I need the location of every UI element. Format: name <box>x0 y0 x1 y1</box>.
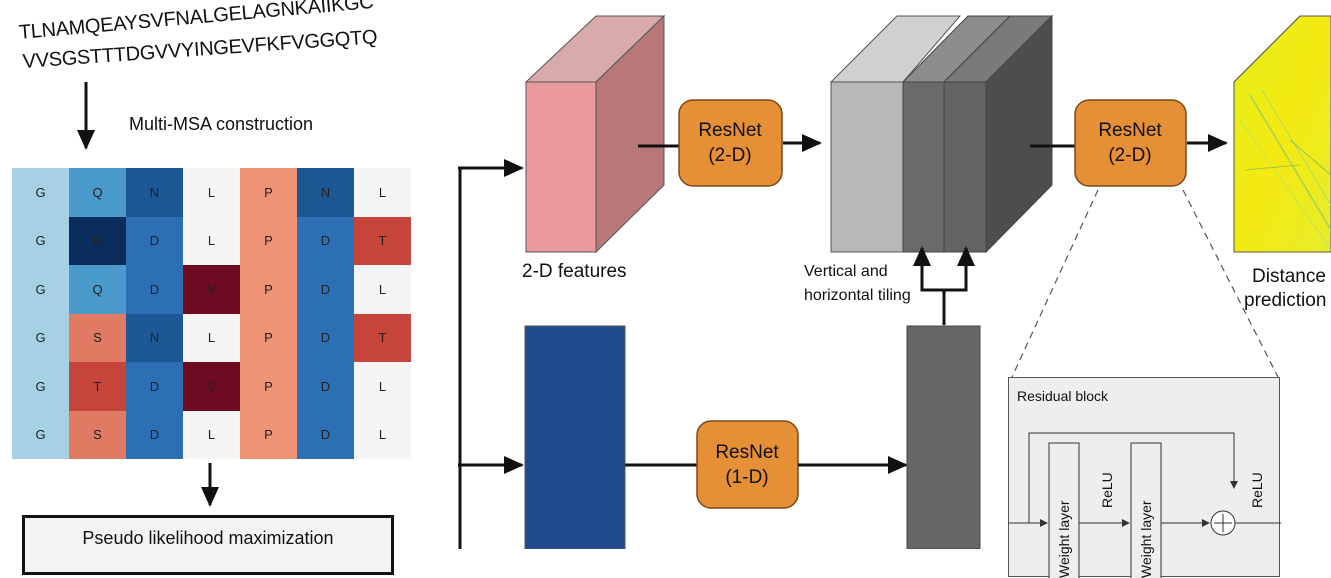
features-2d-label: 2-D features <box>522 261 627 282</box>
msa-cell: D <box>297 410 354 459</box>
msa-cell: Q <box>69 168 126 217</box>
msa-cell: T <box>354 216 411 265</box>
msa-cell: P <box>240 265 297 314</box>
msa-cell: N <box>126 168 183 217</box>
msa-cell: L <box>183 410 240 459</box>
tiling-label-1: Vertical and <box>804 263 888 280</box>
resnet-sublabel: (2-D) <box>1108 145 1151 166</box>
msa-cell: P <box>240 313 297 362</box>
residual-block-label: Residual block <box>1017 388 1109 404</box>
resnet-2d-block-2: ResNet (2-D) <box>1074 99 1187 187</box>
resnet-sublabel: (2-D) <box>708 145 751 166</box>
msa-cell: G <box>12 265 69 314</box>
msa-cell: L <box>354 265 411 314</box>
msa-cell: D <box>126 216 183 265</box>
residual-block-inset: Residual block Weight layer ReLU Weight … <box>1008 377 1281 578</box>
msa-cell: V <box>183 265 240 314</box>
msa-cell: G <box>12 362 69 411</box>
msa-cell: P <box>240 362 297 411</box>
distance-label-2: prediction <box>1244 290 1326 311</box>
msa-cell: D <box>297 362 354 411</box>
msa-cell: P <box>240 168 297 217</box>
msa-cell: S <box>69 313 126 362</box>
tiled-features-stack <box>829 14 1054 254</box>
tiling-label-2: horizontal tiling <box>804 287 911 304</box>
msa-cell: G <box>12 313 69 362</box>
resnet-label: ResNet <box>715 442 779 463</box>
msa-cell: S <box>69 410 126 459</box>
relu-label-1: ReLU <box>1099 472 1115 508</box>
msa-cell: P <box>240 216 297 265</box>
msa-cell: G <box>12 216 69 265</box>
msa-cell: D <box>297 265 354 314</box>
resnet-1d-block: ResNet (1-D) <box>696 420 799 509</box>
distance-label-1: Distance <box>1252 266 1326 287</box>
msa-cell: V <box>183 362 240 411</box>
msa-cell: T <box>354 313 411 362</box>
features-2d-cube <box>524 14 666 254</box>
msa-cell: P <box>240 410 297 459</box>
msa-cell: D <box>297 313 354 362</box>
msa-cell: G <box>12 410 69 459</box>
tiling-branch <box>920 270 968 292</box>
resnet-label: ResNet <box>698 120 762 141</box>
msa-cell: L <box>354 410 411 459</box>
msa-cell: G <box>12 168 69 217</box>
resnet-sublabel: (1-D) <box>725 467 768 488</box>
msa-cell: N <box>297 168 354 217</box>
msa-cell: T <box>69 362 126 411</box>
output-1d-bar <box>906 325 981 549</box>
msa-cell: D <box>297 216 354 265</box>
msa-cell: D <box>126 265 183 314</box>
msa-cell: L <box>354 168 411 217</box>
zoom-dashed-line-right <box>1182 189 1279 378</box>
msa-cell: L <box>354 362 411 411</box>
pseudo-likelihood-label: Pseudo likelihood maximization <box>82 528 334 548</box>
multi-msa-label: Multi-MSA construction <box>129 114 314 134</box>
alphafold-architecture-diagram: TLNAMQEAYSVFNALGELAGNKAIIKGC VVSGSTTTDGV… <box>12 0 1331 578</box>
resnet-label: ResNet <box>1098 120 1162 141</box>
architecture-graphics: 2-D features ResNet (2-D) Vertic <box>77 14 1331 549</box>
features-1d-bar <box>524 325 626 549</box>
weight-layer-label-2: Weight layer <box>1138 500 1154 578</box>
zoom-dashed-line-left <box>1011 189 1099 378</box>
residual-block-graphics: Weight layer ReLU Weight layer ReLU <box>1009 432 1281 578</box>
msa-cell: Q <box>69 265 126 314</box>
msa-cell: R <box>69 216 126 265</box>
weight-layer-label-1: Weight layer <box>1056 500 1072 578</box>
msa-cell: L <box>183 313 240 362</box>
relu-label-2: ReLU <box>1249 472 1265 508</box>
msa-cell: D <box>126 410 183 459</box>
resnet-2d-block-1: ResNet (2-D) <box>678 99 783 187</box>
msa-cell: N <box>126 313 183 362</box>
msa-cell: D <box>126 362 183 411</box>
distance-prediction-cube <box>1232 15 1331 253</box>
msa-cell: L <box>183 168 240 217</box>
msa-cell: L <box>183 216 240 265</box>
